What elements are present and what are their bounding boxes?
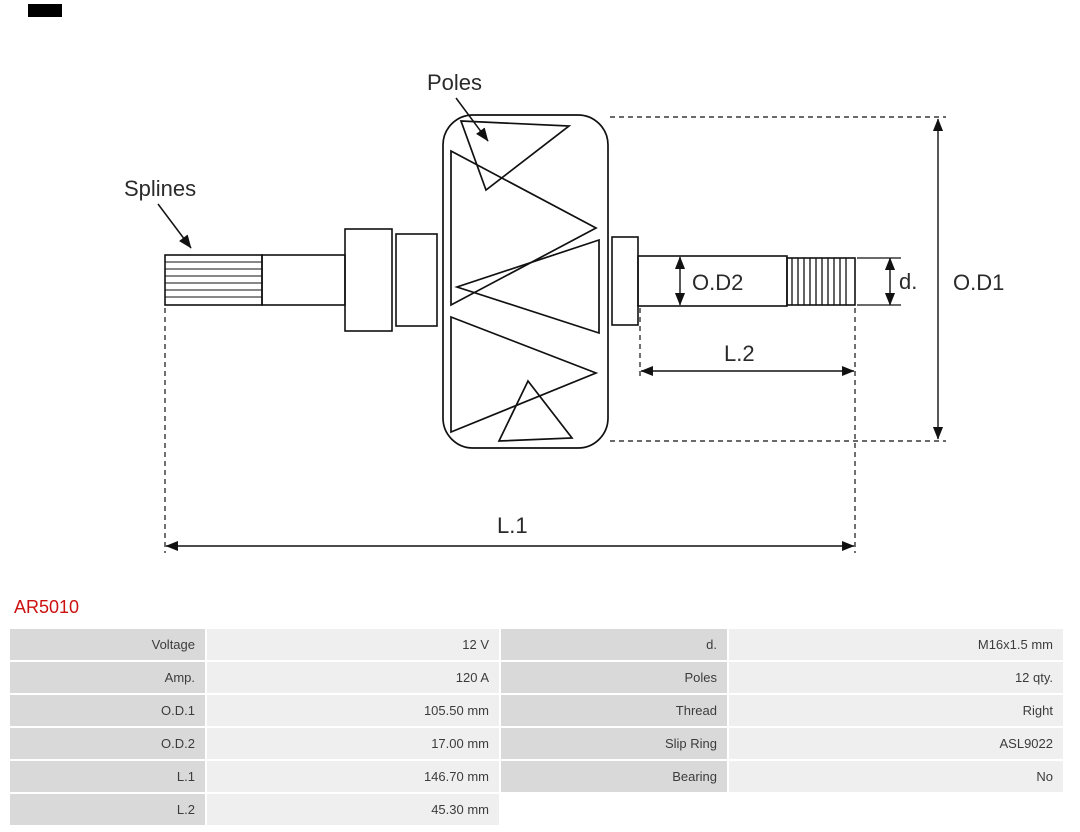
logo-mark [28,4,62,17]
spec-label: d. [501,629,727,660]
l2-label: L.2 [724,341,755,366]
spec-value: 105.50 mm [207,695,499,726]
spec-label: Amp. [10,662,205,693]
threaded-end [786,257,856,306]
spec-value: 45.30 mm [207,794,499,825]
od2-label: O.D2 [692,270,743,295]
pole-claw [459,120,572,192]
spec-label: O.D.2 [10,728,205,759]
collar-large [344,228,393,332]
splines-leader-line [157,203,192,249]
spec-label: Bearing [501,761,727,792]
spec-value: M16x1.5 mm [729,629,1063,660]
spec-label: Thread [501,695,727,726]
pole-claw [454,238,600,335]
collar-small [395,233,438,327]
part-number: AR5010 [14,597,80,617]
pole-claw [497,379,574,442]
spec-label: Slip Ring [501,728,727,759]
d-label: d. [899,269,917,294]
spec-value: 12 qty. [729,662,1063,693]
l1-label: L.1 [497,513,528,538]
poles-leader-line [455,97,489,142]
pole-claw [450,149,598,307]
spec-label: Poles [501,662,727,693]
spec-label: Voltage [10,629,205,660]
spec-value: Right [729,695,1063,726]
construction-lines [164,116,946,553]
empty-cell [501,794,727,825]
spec-label: L.2 [10,794,205,825]
spec-value: 120 A [207,662,499,693]
splines-label: Splines [124,176,196,201]
poles-label: Poles [427,70,482,95]
spec-value: 146.70 mm [207,761,499,792]
spec-value: No [729,761,1063,792]
spec-label: L.1 [10,761,205,792]
collar-right [611,236,639,326]
empty-cell [729,794,1063,825]
splined-shaft-end [164,254,263,306]
left-shaft [261,254,346,306]
rotor-diagram: Poles Splines [124,70,1004,553]
spec-label: O.D.1 [10,695,205,726]
spec-value: ASL9022 [729,728,1063,759]
rotor-body [442,114,609,449]
spec-value: 12 V [207,629,499,660]
spec-table: Voltage 12 V d. M16x1.5 mm Amp. 120 A Po… [10,629,1063,825]
spec-value: 17.00 mm [207,728,499,759]
od1-label: O.D1 [953,270,1004,295]
pole-claw [450,315,599,434]
